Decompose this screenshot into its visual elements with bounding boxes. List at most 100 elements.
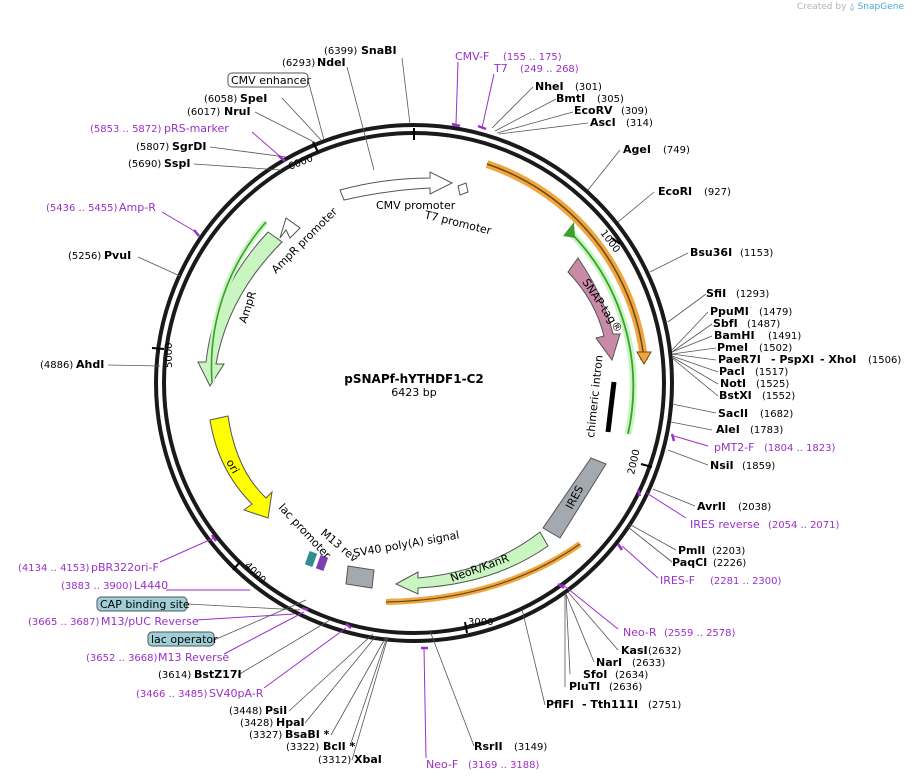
site-pmei[interactable]: PmeI(1502) — [717, 341, 792, 354]
primer-cmv-f[interactable]: CMV-F(155 .. 175) — [455, 50, 562, 63]
site-rsrii[interactable]: RsrII(3149) — [474, 740, 547, 753]
cmv-promoter-arrow[interactable] — [339, 171, 454, 201]
site-pvui[interactable]: (5256)PvuI — [68, 249, 131, 262]
ori-arrow[interactable] — [209, 415, 273, 519]
site-name: PaqCI — [672, 556, 707, 569]
site-pflfi-tth111i[interactable]: PflFI - Tth111I (2751) — [546, 698, 681, 711]
t7-promoter-arrow[interactable] — [457, 182, 469, 196]
site-asci[interactable]: AscI(314) — [590, 116, 653, 129]
site-ecorv[interactable]: EcoRV(309) — [574, 104, 648, 117]
neor-kanr-arrow[interactable] — [394, 531, 549, 595]
primer-prs-marker[interactable]: (5853 .. 5872)pRS-marker — [90, 122, 229, 135]
site-bsabi[interactable]: (3327)BsaBI * — [249, 728, 330, 741]
cap-site-mark[interactable] — [315, 555, 329, 571]
ampr-promoter-arrow[interactable] — [279, 217, 301, 239]
site-ppumi[interactable]: PpuMI(1479) — [710, 305, 792, 318]
site-name: SbfI — [713, 317, 738, 330]
site-bstz17i[interactable]: (3614)BstZ17I — [158, 668, 242, 681]
site-position: (749) — [663, 145, 690, 156]
site-xbai[interactable]: (3312)XbaI — [318, 753, 382, 766]
sv40-polya-block[interactable] — [345, 565, 375, 589]
site-name: NsiI — [710, 459, 734, 472]
primer-ires-reverse[interactable]: IRES reverse(2054 .. 2071) — [690, 518, 840, 531]
primer-name: T7 — [493, 62, 508, 75]
site-ndei[interactable]: (6293)NdeI — [282, 56, 346, 69]
site-position: (1491) — [768, 331, 801, 342]
site-pmli[interactable]: PmlI(2203) — [678, 544, 745, 557]
site-name: PflFI — [546, 698, 574, 711]
site-agei[interactable]: AgeI(749) — [623, 143, 690, 156]
primer-pbr322ori-f[interactable]: (4134 .. 4153)pBR322ori-F — [18, 561, 159, 574]
cap-binding-site-box[interactable]: CAP binding site — [96, 596, 190, 612]
site-bcli[interactable]: (3322)BclI * — [286, 740, 356, 753]
site-psii[interactable]: (3448)PsiI — [229, 704, 287, 717]
site-nari[interactable]: NarI(2633) — [596, 656, 665, 669]
site-paer7i-pspxi-xhoi[interactable]: PaeR7I - PspXI - XhoI (1506) — [718, 353, 901, 366]
primer-neo-r[interactable]: Neo-R(2559 .. 2578) — [623, 626, 736, 639]
site-noti[interactable]: NotI(1525) — [720, 377, 789, 390]
site-nrui[interactable]: (6017)NruI — [187, 105, 251, 118]
cmv-enhancer-box[interactable]: CMV enhancer — [227, 72, 311, 88]
primer-pmt2-f[interactable]: pMT2-F(1804 .. 1823) — [714, 441, 836, 454]
site-pluti[interactable]: PluTI(2636) — [569, 680, 642, 693]
site-sspi[interactable]: (5690)SspI — [128, 157, 190, 170]
site-name: NotI — [720, 377, 746, 390]
primer-ires-f[interactable]: IRES-F(2281 .. 2300) — [660, 574, 782, 587]
site-sfii[interactable]: SfiI(1293) — [706, 287, 769, 300]
site-bstxi[interactable]: BstXI(1552) — [719, 389, 795, 402]
site-snabi[interactable]: (6399)SnaBI — [324, 44, 397, 57]
primer-sv40pa-r[interactable]: (3466 .. 3485)SV40pA-R — [136, 687, 264, 700]
primer-l4440[interactable]: (3883 .. 3900)L4440 — [61, 579, 168, 592]
primer-name: SV40pA-R — [209, 687, 264, 700]
site-position: (1783) — [750, 425, 783, 436]
cmv-promoter-label: CMV promoter — [376, 199, 456, 212]
cds-outer-arc-orange-line — [486, 163, 645, 361]
ampr-arrow[interactable] — [197, 231, 283, 388]
tick-3000: 3000 — [464, 617, 493, 634]
site-position: (3428) — [240, 718, 273, 729]
site-position: (3312) — [318, 755, 351, 766]
site-sfoi[interactable]: SfoI(2634) — [583, 668, 648, 681]
site-name: AleI — [716, 423, 740, 436]
site-nsii[interactable]: NsiI(1859) — [710, 459, 775, 472]
site-name: NdeI — [317, 56, 346, 69]
primer-position: (2281 .. 2300) — [710, 576, 782, 587]
primer-neo-f[interactable]: Neo-F(3169 .. 3188) — [426, 758, 540, 771]
site-nhei[interactable]: NheI(301) — [535, 80, 602, 93]
site-alei[interactable]: AleI (1783) — [716, 423, 783, 436]
tick-label: 3000 — [468, 617, 493, 628]
cds-green-arc-line — [567, 229, 635, 435]
site-name: SspI — [164, 157, 190, 170]
site-position: (3149) — [514, 742, 547, 753]
sv40-polya-label: SV40 poly(A) signal — [352, 528, 460, 559]
site-paqci[interactable]: PaqCI(2226) — [672, 556, 746, 569]
site-name: AvrII — [697, 500, 726, 513]
primer-position: (2054 .. 2071) — [768, 520, 840, 531]
site-bamhi[interactable]: BamHI(1491) — [714, 329, 801, 342]
lac-operator-label: lac operator — [151, 633, 218, 646]
site-position: (5807) — [136, 142, 169, 153]
primer-m13-puc-reverse[interactable]: (3665 .. 3687)M13/pUC Reverse — [28, 615, 199, 628]
site-sgrdi[interactable]: (5807)SgrDI — [136, 140, 206, 153]
site-position: (6399) — [324, 46, 357, 57]
primer-m13-reverse[interactable]: (3652 .. 3668)M13 Reverse — [86, 651, 229, 664]
site-sacii[interactable]: SacII(1682) — [718, 407, 793, 420]
lac-operator-mark[interactable] — [304, 551, 318, 567]
site-bmti[interactable]: BmtI(305) — [556, 92, 624, 105]
site-ahdi[interactable]: (4886)AhdI — [40, 358, 104, 371]
site-paci[interactable]: PacI(1517) — [719, 365, 788, 378]
primer-amp-r[interactable]: (5436 .. 5455)Amp-R — [46, 201, 156, 214]
site-spei[interactable]: (6058)SpeI — [204, 92, 267, 105]
site-hpai[interactable]: (3428)HpaI — [240, 716, 305, 729]
lac-operator-box[interactable]: lac operator — [147, 631, 218, 647]
site-kasi[interactable]: KasI(2632) — [621, 644, 681, 657]
site-position: (301) — [575, 82, 602, 93]
snap-tag-arrow[interactable] — [567, 257, 621, 362]
site-ecori[interactable]: EcoRI(927) — [658, 185, 731, 198]
primer-t7[interactable]: T7(249 .. 268) — [493, 62, 579, 75]
site-avrii[interactable]: AvrII(2038) — [697, 500, 771, 513]
chimeric-intron-bar[interactable] — [605, 381, 617, 433]
ires-block[interactable] — [542, 457, 607, 539]
site-sbfi[interactable]: SbfI(1487) — [713, 317, 780, 330]
site-bsu36i[interactable]: Bsu36I(1153) — [690, 246, 773, 259]
